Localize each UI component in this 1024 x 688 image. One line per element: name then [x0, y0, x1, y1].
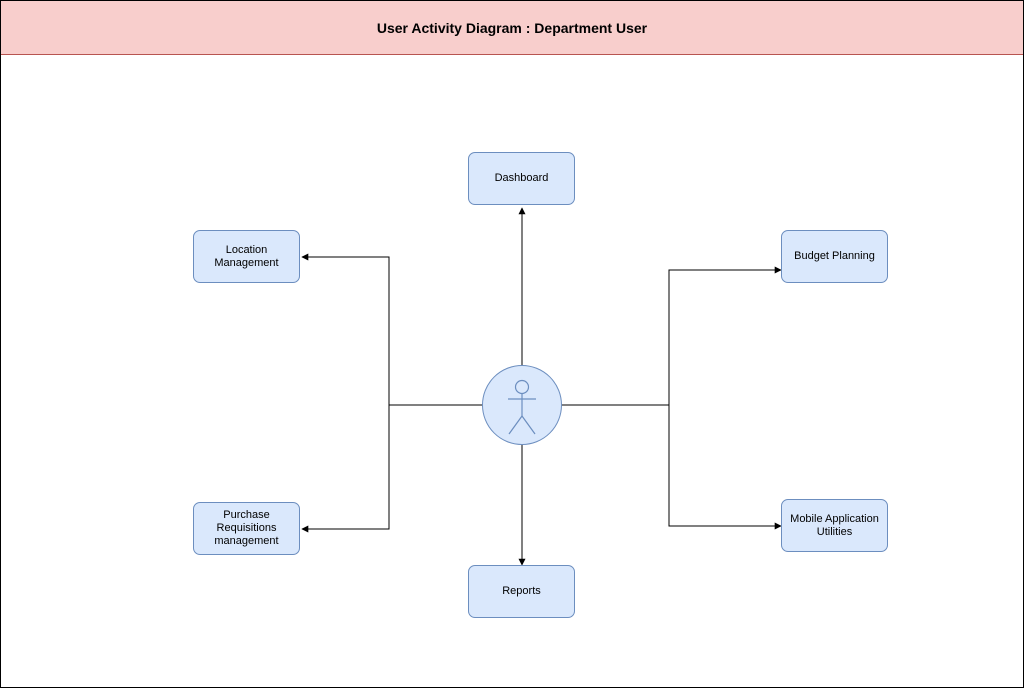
- node-mobile-application: Mobile Application Utilities: [781, 499, 888, 552]
- edge-to-budget: [668, 266, 782, 405]
- edge-to-location: [301, 253, 390, 405]
- node-budget-planning: Budget Planning: [781, 230, 888, 283]
- node-reports: Reports: [468, 565, 575, 618]
- stick-figure-icon: [508, 379, 536, 435]
- diagram-header: User Activity Diagram : Department User: [1, 1, 1023, 55]
- node-location-management: Location Management: [193, 230, 300, 283]
- node-purchase-requisitions: Purchase Requisitions management: [193, 502, 300, 555]
- actor-node: [482, 365, 562, 445]
- edge-to-mobile: [668, 405, 782, 530]
- diagram-title: User Activity Diagram : Department User: [376, 19, 648, 36]
- node-dashboard: Dashboard: [468, 152, 575, 205]
- edge-to-purchase: [301, 405, 390, 533]
